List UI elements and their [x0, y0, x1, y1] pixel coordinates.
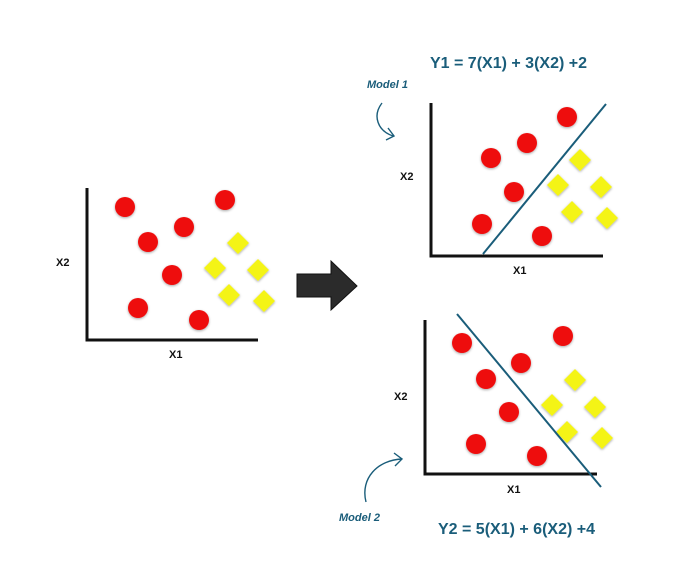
class-a-point: [189, 310, 209, 330]
model2-circles: [452, 326, 573, 466]
class-a-point: [481, 148, 501, 168]
model2-diamonds: [541, 369, 613, 449]
model1-equation: Y1 = 7(X1) + 3(X2) +2: [430, 55, 587, 72]
original-x-axis-label: X1: [169, 349, 182, 361]
class-a-point: [472, 214, 492, 234]
model1-curved-arrow-icon: [376, 102, 396, 141]
original-axes: [85, 188, 258, 342]
class-b-point: [227, 232, 249, 254]
class-a-point: [557, 107, 577, 127]
class-a-point: [128, 298, 148, 318]
class-b-point: [561, 201, 583, 223]
class-a-point: [174, 217, 194, 237]
model2-axes: [423, 320, 597, 476]
class-a-point: [476, 369, 496, 389]
right-arrow-icon: [296, 259, 358, 312]
class-a-point: [504, 182, 524, 202]
class-b-point: [556, 421, 578, 443]
model1-pointer-head: [385, 127, 396, 141]
model1-x-axis-label: X1: [513, 265, 526, 277]
class-b-point: [218, 284, 240, 306]
class-a-point: [138, 232, 158, 252]
right-arrow-shape: [296, 259, 358, 312]
class-a-point: [452, 333, 472, 353]
class-b-point: [584, 396, 606, 418]
class-a-point: [115, 197, 135, 217]
model1-panel: Y1 = 7(X1) + 3(X2) +2 Model 1 X2 X1: [367, 55, 618, 277]
class-b-point: [253, 290, 275, 312]
model1-axes: [429, 103, 603, 258]
class-a-point: [466, 434, 486, 454]
class-a-point: [517, 133, 537, 153]
class-b-point: [547, 174, 569, 196]
class-b-point: [590, 176, 612, 198]
model2-y-axis-label: X2: [394, 391, 407, 403]
class-b-point: [564, 369, 586, 391]
class-a-point: [499, 402, 519, 422]
class-b-point: [591, 427, 613, 449]
class-a-point: [553, 326, 573, 346]
model2-x-axis-label: X1: [507, 484, 520, 496]
class-b-point: [569, 149, 591, 171]
model1-label: Model 1: [367, 79, 408, 91]
model2-panel: X2 X1 Model 2 Y2 = 5(X1) + 6(X2) +4: [339, 313, 613, 538]
model2-pointer-head: [393, 452, 404, 467]
original-y-axis-label: X2: [56, 257, 69, 269]
class-b-point: [541, 394, 563, 416]
class-b-point: [247, 259, 269, 281]
model2-decision-boundary: [456, 313, 602, 488]
model2-equation: Y2 = 5(X1) + 6(X2) +4: [438, 521, 595, 538]
model1-decision-boundary: [482, 103, 607, 255]
model2-label: Model 2: [339, 512, 380, 524]
model1-circles: [472, 107, 577, 246]
class-a-point: [162, 265, 182, 285]
original-circles: [115, 190, 235, 330]
class-a-point: [527, 446, 547, 466]
model1-diamonds: [547, 149, 618, 229]
class-b-point: [204, 257, 226, 279]
model1-pointer-curve: [376, 102, 394, 137]
class-a-point: [215, 190, 235, 210]
class-a-point: [532, 226, 552, 246]
model1-y-axis-label: X2: [400, 171, 413, 183]
class-a-point: [511, 353, 531, 373]
class-b-point: [596, 207, 618, 229]
model2-pointer-curve: [364, 458, 403, 503]
original-diamonds: [204, 232, 275, 312]
model2-curved-arrow-icon: [364, 452, 404, 503]
original-plot: X2 X1: [56, 188, 275, 361]
